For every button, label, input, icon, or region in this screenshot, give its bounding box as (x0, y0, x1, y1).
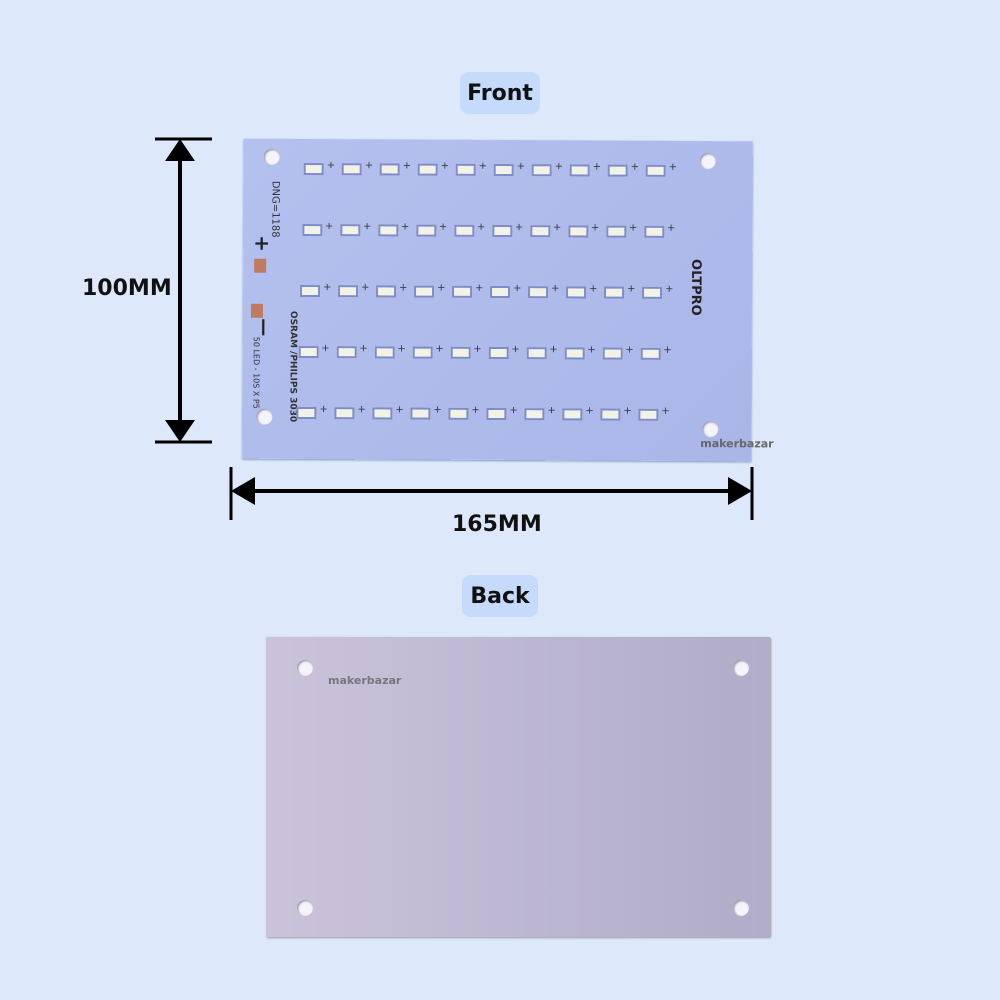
led-chip (300, 284, 321, 298)
mount-hole (699, 153, 716, 170)
front-label: Front (460, 72, 540, 114)
led-chip (607, 164, 628, 177)
led-chip (491, 224, 512, 238)
led-chip (376, 285, 397, 298)
led-chip (526, 347, 547, 360)
plus-marking: + (253, 230, 271, 255)
led-chip (298, 345, 319, 359)
led-chip (338, 285, 359, 298)
led-chip (562, 408, 583, 421)
led-chip (600, 408, 621, 421)
led-chip (410, 407, 431, 420)
width-label: 165MM (452, 512, 542, 537)
led-chip (296, 406, 317, 420)
brand-logo: OLTPRO (687, 258, 704, 316)
led-chip (604, 286, 625, 299)
led-chip (452, 285, 473, 298)
mount-hole (297, 900, 313, 916)
led-chip (303, 162, 324, 176)
led-chip (372, 407, 393, 420)
led-chip (339, 224, 360, 237)
led-chip (566, 286, 587, 299)
led-chip (412, 346, 433, 359)
led-chip (524, 408, 545, 421)
solder-pad-negative (250, 303, 263, 318)
mount-hole (702, 421, 719, 438)
minus-marking: — (253, 318, 275, 337)
back-board: makerbazar (266, 637, 770, 937)
led-chip (414, 285, 435, 298)
led-chip (528, 286, 549, 299)
led-chip (448, 407, 469, 420)
led-chip (374, 346, 395, 359)
led-chip (567, 225, 588, 238)
led-chip (643, 225, 664, 238)
mount-hole (297, 660, 313, 676)
led-chip (638, 408, 659, 421)
height-label: 100MM (82, 276, 172, 301)
front-board: DNG=1188 + — OSRAM /PHILIPS 3030 50 LED … (242, 138, 774, 462)
led-chip (453, 224, 474, 237)
watermark-logo: makerbazar (700, 437, 774, 451)
led-chip (301, 223, 322, 237)
mount-hole (256, 408, 273, 425)
led-chip (336, 346, 357, 359)
width-dimension-arrow (229, 467, 754, 520)
mount-hole (733, 660, 749, 676)
led-chip (493, 163, 514, 177)
led-chip (490, 285, 511, 299)
led-chip (569, 164, 590, 177)
led-chip (334, 407, 355, 420)
mount-hole (733, 900, 749, 916)
led-chip (455, 163, 476, 176)
led-config-text: 50 LED - 10S X P5 (251, 336, 261, 409)
led-chip (605, 225, 626, 238)
led-chip (488, 346, 509, 360)
led-chip (645, 164, 666, 177)
led-chip (377, 224, 398, 237)
led-chip (602, 347, 623, 360)
led-chip (341, 163, 362, 176)
led-chip (450, 346, 471, 359)
height-dimension-arrow (155, 137, 212, 444)
led-chip (642, 286, 663, 299)
mount-hole (263, 148, 280, 165)
led-chip (379, 163, 400, 176)
solder-pad-positive (254, 258, 267, 273)
led-chip (531, 164, 552, 177)
back-label: Back (462, 575, 538, 617)
watermark-logo: makerbazar (328, 674, 402, 687)
led-chip (486, 407, 507, 421)
led-chip (417, 163, 438, 176)
led-chip (529, 225, 550, 238)
led-type-text: OSRAM /PHILIPS 3030 (287, 310, 298, 423)
led-chip (415, 224, 436, 237)
dng-text: DNG=1188 (269, 180, 281, 238)
led-chip (640, 347, 661, 360)
led-chip (564, 347, 585, 360)
